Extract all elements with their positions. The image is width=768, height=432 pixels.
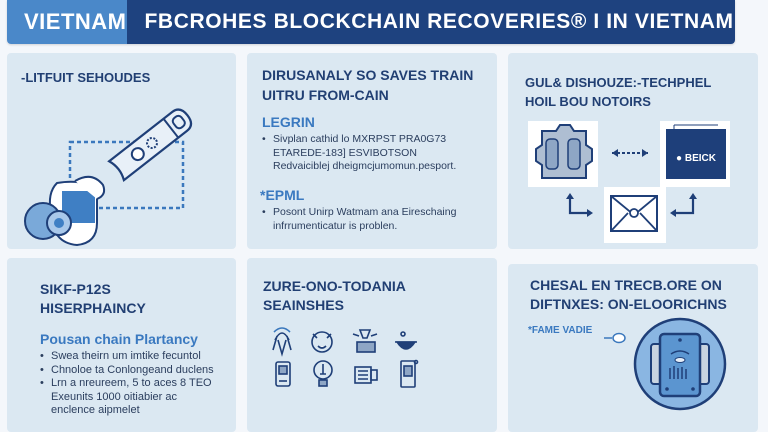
panel-title-line2: HISERPHAINCY [40, 300, 146, 316]
list-item-cont: enclence aipmelet [51, 404, 140, 416]
block-label: ● BEICK [676, 153, 716, 164]
panel-top-middle: DIRUSANALY SO SAVES TRAIN UITRU FROM-CAI… [247, 53, 497, 249]
list-item: Posont Unirp Watmam ana Eireschaing [262, 206, 456, 220]
usb-key-illustration-icon [24, 108, 193, 247]
animal-face-icon [311, 331, 333, 353]
icon-grid [272, 327, 419, 388]
epml-list: Posont Unirp Watmam ana Eireschaing infr… [262, 206, 456, 233]
mobile-device-icon [400, 359, 419, 388]
panel-title-line1: ZURE-ONO-TODANIA [263, 278, 406, 294]
panel-bottom-right: CHESAL EN TRECB.ORE ON DIFTNXES: ON-ELOO… [508, 264, 758, 432]
list-item: Lrn a nreureem, 5 to aces 8 TEO [40, 377, 214, 391]
section-heading-epml: *EPML [260, 187, 305, 203]
panel-title-line2: HOIL BOU NOTOIRS [525, 94, 651, 109]
bullet-list: Swea theirn um imtike fecuntol Chnoloe t… [40, 350, 214, 418]
subheading: Pousan chain Plartancy [40, 331, 198, 347]
panel-bottom-middle: ZURE-ONO-TODANIA SEAINSHES [247, 258, 497, 432]
globe-lamp-icon [313, 360, 333, 387]
list-item-cont: Exeunits 1000 oitiabier ac [51, 390, 177, 403]
trophy-desk-icon [352, 329, 378, 353]
header-tag: VIETNAM [7, 0, 127, 44]
network-diagram-icon [528, 121, 730, 243]
document-icon [354, 366, 378, 384]
section-heading-legrin: LEGRIN [262, 114, 315, 130]
list-item: Chnoloe ta Conlongeand duclens [40, 364, 214, 378]
panel-title-line1: DIRUSANALY SO SAVES TRAIN [262, 67, 474, 83]
panel-title-line2: DIFTNXES: ON-ELOORICHNS [530, 296, 727, 312]
panel-title-line2: SEAINSHES [263, 297, 344, 313]
phone-app-icon [275, 361, 291, 387]
person-icon [272, 327, 292, 357]
list-item: Sivplan cathid lo MXRPST PRA0G73 [262, 133, 456, 147]
list-item-cont: ETAREDE-183] ESVIBOTSON [273, 146, 417, 159]
header-banner: VIETNAM FBCROHES BLOCKCHAIN RECOVERIES® … [7, 0, 735, 44]
header-title: FBCROHES BLOCKCHAIN RECOVERIES® I IN VIE… [126, 0, 735, 44]
panel-top-right: GUL& DISHOUZE:-TECHPHEL HOIL BOU NOTOIRS… [508, 53, 758, 249]
wallet-card-illustration-icon [604, 317, 727, 411]
list-item-cont: infrrumenticatur is problen. [273, 219, 398, 232]
bowl-icon [395, 331, 417, 350]
legrin-list: Sivplan cathid lo MXRPST PRA0G73 ETAREDE… [262, 133, 456, 174]
list-item: Swea theirn um imtike fecuntol [40, 350, 214, 364]
fame-label: *FAME VADIE [528, 325, 593, 336]
panel-title-line2: UITRU FROM-CAIN [262, 87, 389, 103]
panel-bottom-left: SIKF-P12S HISERPHAINCY Pousan chain Plar… [7, 258, 236, 432]
panel-title: -LITFUIT SEHOUDES [21, 70, 151, 85]
panel-title-line1: GUL& DISHOUZE:-TECHPHEL [525, 75, 712, 90]
list-item-cont: Redvaiciblej dheigmcjumomun.pesport. [273, 160, 457, 172]
panel-title-line1: CHESAL EN TRECB.ORE ON [530, 277, 722, 293]
panel-top-left: -LITFUIT SEHOUDES [7, 53, 236, 249]
apple-icon: ● [676, 153, 685, 164]
panel-title-line1: SIKF-P12S [40, 281, 111, 297]
